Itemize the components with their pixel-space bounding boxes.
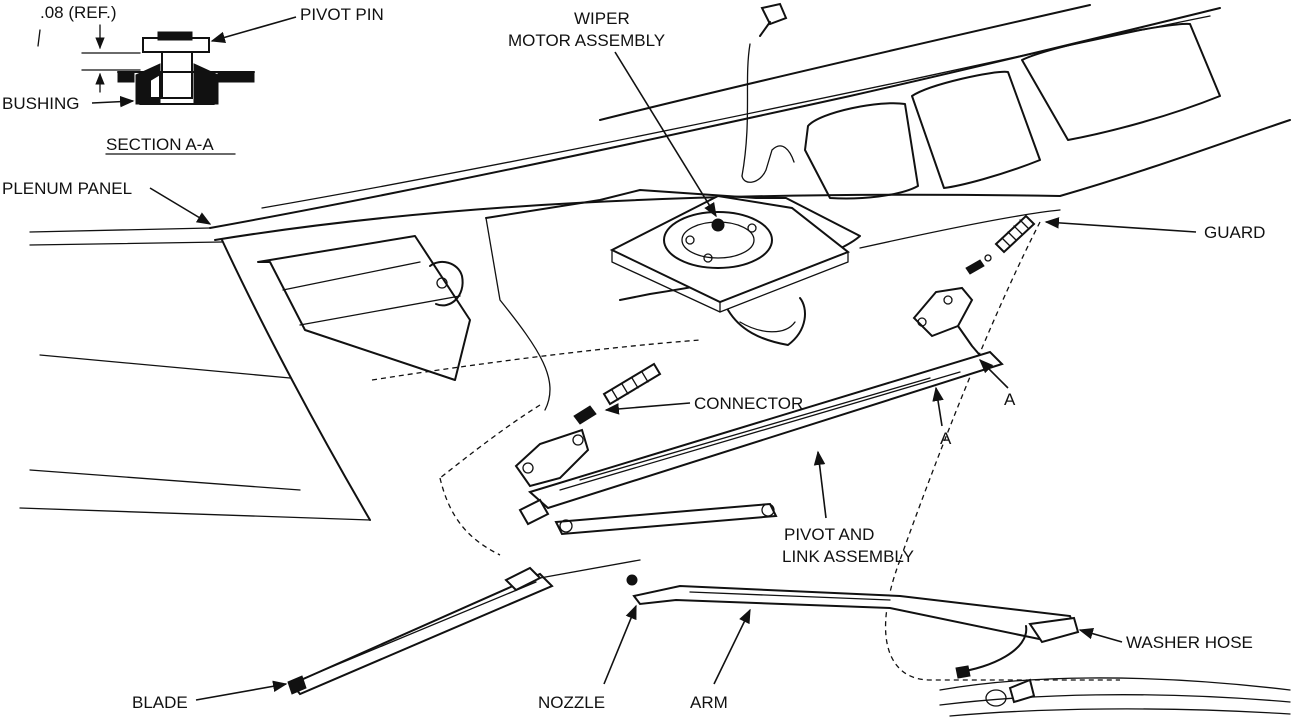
connector-label: CONNECTOR	[694, 394, 803, 413]
plenum-panel-label: PLENUM PANEL	[2, 179, 132, 198]
ref-dimension-label: .08 (REF.)	[40, 3, 117, 22]
wiper-arm	[626, 574, 1080, 707]
section-a-a-detail	[37, 16, 297, 155]
guard-spring-right	[965, 214, 1036, 275]
guard-label: GUARD	[1204, 223, 1265, 242]
pivot-link-assembly	[514, 286, 1004, 536]
pivot-pin-label: PIVOT PIN	[300, 5, 384, 24]
pivot-link-label-line2: LINK ASSEMBLY	[782, 547, 914, 566]
wiper-motor-label-line1: WIPER	[574, 9, 630, 28]
arm-label: ARM	[690, 693, 728, 712]
mounting-screw	[741, 2, 795, 183]
wiper-blade	[287, 559, 641, 696]
wiper-motor-label-line2: MOTOR ASSEMBLY	[508, 31, 665, 50]
nozzle-label: NOZZLE	[538, 693, 605, 712]
washer-hose-label: WASHER HOSE	[1126, 633, 1253, 652]
leader-arrows	[149, 51, 1197, 701]
callout-labels: .08 (REF.) PIVOT PIN BUSHING SECTION A-A…	[2, 3, 1265, 712]
bushing-label: BUSHING	[2, 94, 79, 113]
pivot-link-label-line1: PIVOT AND	[784, 525, 874, 544]
section-a-a-label: SECTION A-A	[106, 135, 214, 154]
blade-label: BLADE	[132, 693, 188, 712]
section-mark-a-right: A	[1004, 390, 1016, 409]
section-mark-a-left: A	[940, 429, 952, 448]
plenum-panel-body	[19, 4, 1291, 717]
guard-spring-left	[573, 362, 662, 425]
